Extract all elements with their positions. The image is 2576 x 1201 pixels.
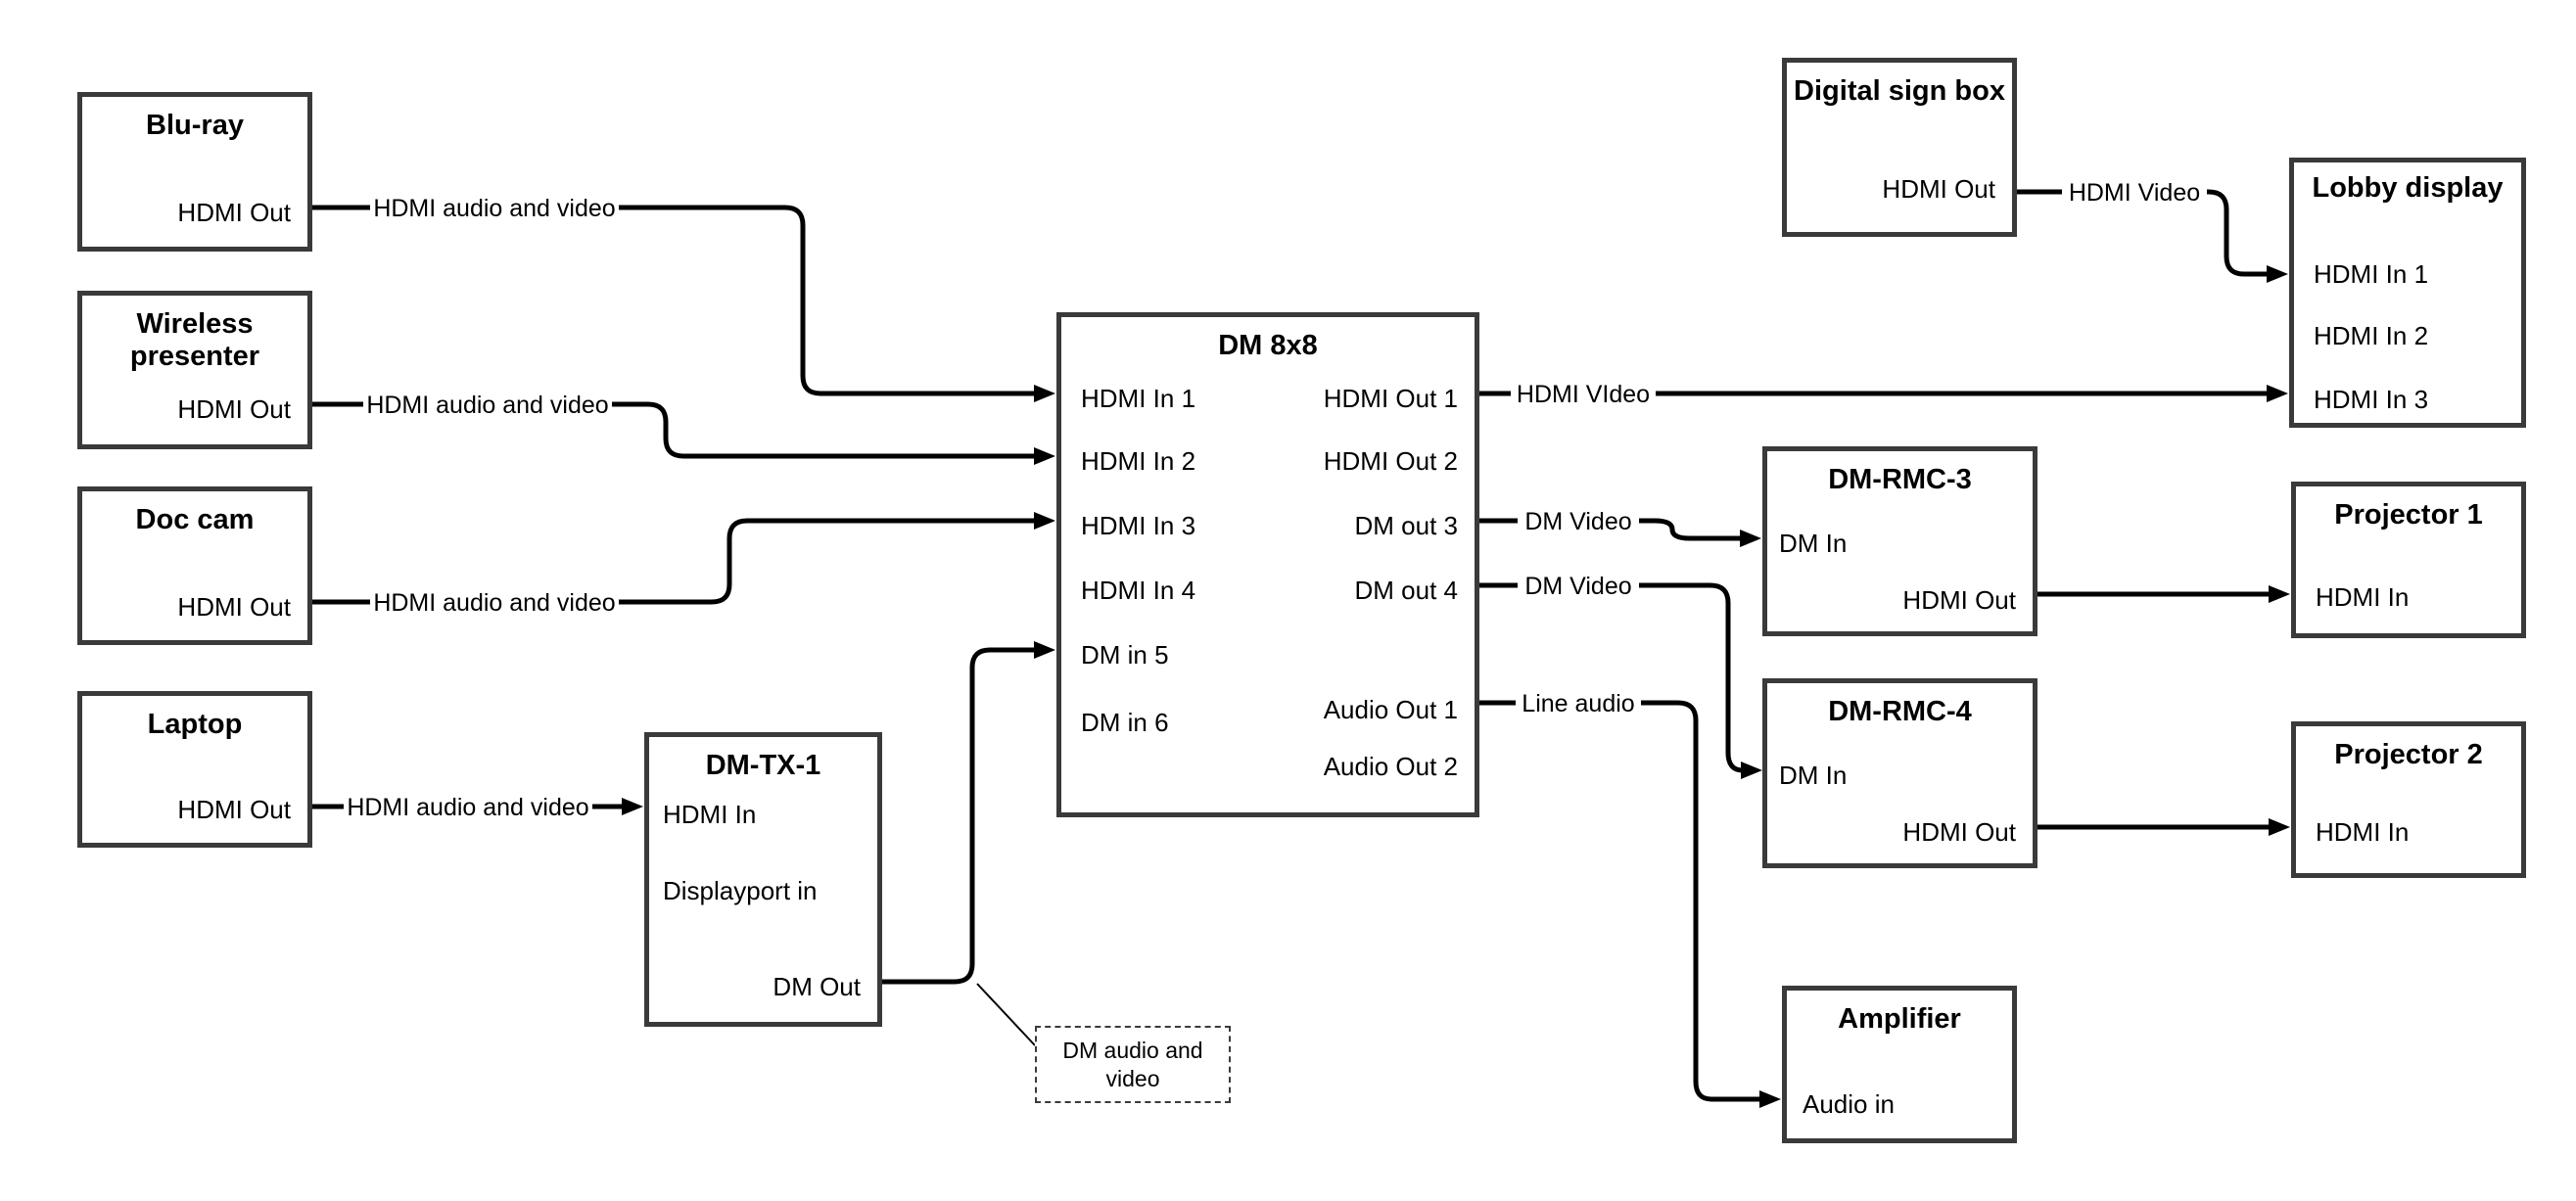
- node-title: Laptop: [147, 709, 243, 740]
- node-title: Wireless presenter: [129, 308, 260, 373]
- edge-wireless-to-dm8x8-in2: [312, 401, 1055, 465]
- node-title: Doc cam: [135, 504, 255, 535]
- node-title: Digital sign box: [1794, 75, 2005, 107]
- port-dm-out-3: DM out 3: [1354, 511, 1459, 540]
- edge-label: DM Video: [1524, 573, 1631, 600]
- port-audio-out-1: Audio Out 1: [1323, 695, 1458, 724]
- node-title: DM-RMC-4: [1828, 696, 1972, 727]
- edge-label: HDMI VIdeo: [1517, 381, 1650, 408]
- edge-label: HDMI audio and video: [347, 794, 588, 821]
- port-dm-in-6: DM in 6: [1081, 708, 1169, 737]
- edge-label: DM Video: [1524, 508, 1631, 535]
- edge-label-bg: [1518, 568, 1639, 603]
- edge-label-bg: [344, 789, 592, 824]
- edge-label-bg: [363, 387, 612, 422]
- node-title: Amplifier: [1838, 1003, 1961, 1035]
- edge-dm8x8-out3-to-dmrmc3: [1479, 518, 1761, 547]
- node-title: DM 8x8: [1218, 330, 1318, 361]
- edge-dm8x8-out4-to-dmrmc4: [1479, 582, 1762, 779]
- edge-label-bg: [1518, 503, 1639, 538]
- port-audio-in: Audio in: [1803, 1089, 1895, 1119]
- port-hdmi-out-1: HDMI Out 1: [1323, 384, 1458, 413]
- port-dm-in: DM In: [1779, 529, 1848, 558]
- port-hdmi-in-2: HDMI In 2: [2314, 321, 2429, 350]
- edge-doccam-to-dm8x8-in3: [312, 512, 1055, 605]
- port-hdmi-in-1: HDMI In 1: [1081, 384, 1196, 413]
- callout-leader-line: [976, 983, 1036, 1046]
- port-audio-out-2: Audio Out 2: [1323, 752, 1458, 781]
- port-hdmi-out: HDMI Out: [177, 795, 291, 824]
- edge-dm8x8-audio1-to-amplifier: [1479, 700, 1781, 1108]
- port-dm-in-5: DM in 5: [1081, 640, 1169, 670]
- port-hdmi-out: HDMI Out: [1882, 174, 1995, 204]
- node-lobby-display: Lobby display HDMI In 1 HDMI In 2 HDMI I…: [2289, 158, 2526, 428]
- port-hdmi-in-3: HDMI In 3: [2314, 385, 2429, 414]
- node-title: DM-RMC-3: [1828, 464, 1972, 495]
- port-hdmi-in: HDMI In: [2316, 582, 2410, 612]
- edge-label-bg: [370, 584, 619, 620]
- node-title: DM-TX-1: [705, 750, 821, 781]
- port-hdmi-out: HDMI Out: [177, 198, 291, 227]
- port-dm-out: DM Out: [773, 972, 861, 1001]
- edge-dmtx1-to-dm8x8-dmin5: [882, 641, 1055, 985]
- port-hdmi-in-2: HDMI In 2: [1081, 446, 1196, 476]
- node-projector-2: Projector 2 HDMI In: [2291, 721, 2526, 878]
- node-amplifier: Amplifier Audio in: [1782, 986, 2017, 1143]
- port-hdmi-in-1: HDMI In 1: [2314, 259, 2429, 289]
- node-dm-tx-1: DM-TX-1 HDMI In Displayport in DM Out: [644, 732, 882, 1027]
- node-laptop: Laptop HDMI Out: [77, 691, 312, 848]
- edge-bluray-to-dm8x8-in1: [312, 205, 1055, 402]
- node-projector-1: Projector 1 HDMI In: [2291, 482, 2526, 638]
- edge-label-bg: [1516, 685, 1641, 720]
- node-title: Blu-ray: [146, 110, 244, 141]
- port-hdmi-out: HDMI Out: [1902, 817, 2016, 847]
- node-wireless-presenter: Wireless presenter HDMI Out: [77, 291, 312, 449]
- port-hdmi-out: HDMI Out: [177, 592, 291, 622]
- edge-label: HDMI audio and video: [366, 392, 608, 419]
- edge-signbox-to-lobby-in1: [2017, 189, 2288, 283]
- node-bluray: Blu-ray HDMI Out: [77, 92, 312, 252]
- edge-label-bg: [2062, 174, 2207, 209]
- callout-text: DM audio and video: [1062, 1037, 1203, 1091]
- callout-dm-audio-and-video: DM audio and video: [1035, 1026, 1231, 1103]
- port-hdmi-in-3: HDMI In 3: [1081, 511, 1196, 540]
- node-dm-8x8: DM 8x8 HDMI In 1 HDMI In 2 HDMI In 3 HDM…: [1056, 312, 1479, 817]
- node-digital-sign-box: Digital sign box HDMI Out: [1782, 58, 2017, 237]
- port-hdmi-out: HDMI Out: [1902, 585, 2016, 615]
- edge-label: HDMI audio and video: [373, 195, 615, 222]
- edge-label-bg: [370, 190, 619, 225]
- node-title: Lobby display: [2312, 172, 2504, 204]
- port-hdmi-in: HDMI In: [663, 800, 757, 829]
- edge-label: Line audio: [1522, 690, 1634, 717]
- node-title: Projector 1: [2334, 499, 2483, 531]
- node-title: Projector 2: [2334, 739, 2483, 770]
- port-dm-out-4: DM out 4: [1354, 576, 1459, 605]
- port-hdmi-in-4: HDMI In 4: [1081, 576, 1196, 605]
- edge-label-bg: [1511, 376, 1656, 411]
- edge-label: HDMI audio and video: [373, 589, 615, 617]
- node-doc-cam: Doc cam HDMI Out: [77, 486, 312, 645]
- node-dm-rmc-3: DM-RMC-3 DM In HDMI Out: [1762, 446, 2037, 636]
- port-dm-in: DM In: [1779, 761, 1848, 790]
- port-hdmi-in: HDMI In: [2316, 817, 2410, 847]
- port-displayport-in: Displayport in: [663, 876, 818, 905]
- edge-label: HDMI Video: [2069, 179, 2200, 207]
- port-hdmi-out-2: HDMI Out 2: [1323, 446, 1458, 476]
- port-hdmi-out: HDMI Out: [177, 394, 291, 424]
- node-dm-rmc-4: DM-RMC-4 DM In HDMI Out: [1762, 678, 2037, 868]
